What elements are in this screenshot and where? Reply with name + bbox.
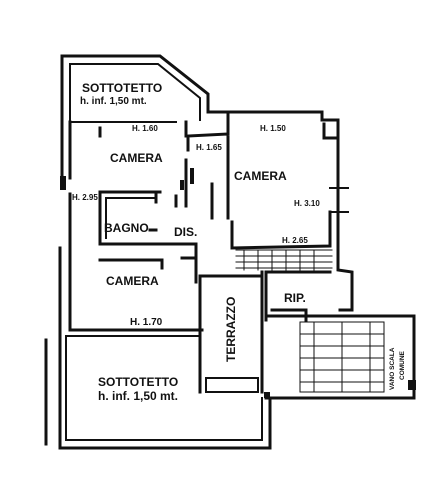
terrazzo-walls [198, 270, 264, 394]
vano-scala-line1: VANO SCALA [389, 347, 396, 390]
sottotetto-top-name: SOTTOTETTO [82, 81, 162, 95]
camera-right-height-top: H. 1.50 [260, 124, 286, 133]
bagno-walls [98, 190, 162, 246]
camera-bottom-left-walls [68, 242, 204, 332]
camera-right-name: CAMERA [234, 169, 287, 183]
sottotetto-bottom-inner [65, 335, 263, 441]
camera-right-walls [186, 112, 332, 250]
sottotetto-bottom-outline [44, 246, 272, 450]
vano-scala-line2: COMUNE [399, 350, 406, 380]
sottotetto-top-inner [69, 63, 201, 121]
camera-bottom-left-name: CAMERA [106, 274, 159, 288]
camera-bottom-left-height: H. 1.70 [130, 317, 163, 328]
bagno-inner [105, 197, 155, 239]
sottotetto-top-note: h. inf. 1,50 mt. [80, 96, 147, 107]
height-165: H. 1.65 [196, 143, 222, 152]
dis-walls [158, 194, 198, 284]
camera-right-height-right: H. 3.10 [294, 199, 320, 208]
internal-stairs [235, 249, 333, 271]
sottotetto-bottom-name: SOTTOTETTO [98, 375, 178, 389]
rip-name: RIP. [284, 291, 306, 305]
right-balcony [329, 187, 349, 213]
terrazzo-name: TERRAZZO [224, 297, 238, 362]
dis-name: DIS. [174, 225, 197, 239]
camera-top-left-height: H. 1.60 [132, 124, 158, 133]
terrazzo-parapet [205, 377, 259, 393]
right-outer-wall [322, 122, 354, 312]
height-295: H. 2.95 [72, 193, 98, 202]
camera-right-height-bottom: H. 2.65 [282, 236, 308, 245]
sottotetto-bottom-note: h. inf. 1,50 mt. [98, 389, 178, 403]
vano-scala-walls [264, 314, 416, 400]
camera-top-left-walls [68, 120, 188, 246]
vano-scala-stairs [299, 321, 385, 393]
sottotetto-top-outline [60, 54, 340, 140]
camera-top-left-name: CAMERA [110, 151, 163, 165]
bagno-name: BAGNO [104, 221, 149, 235]
openings [60, 168, 416, 398]
